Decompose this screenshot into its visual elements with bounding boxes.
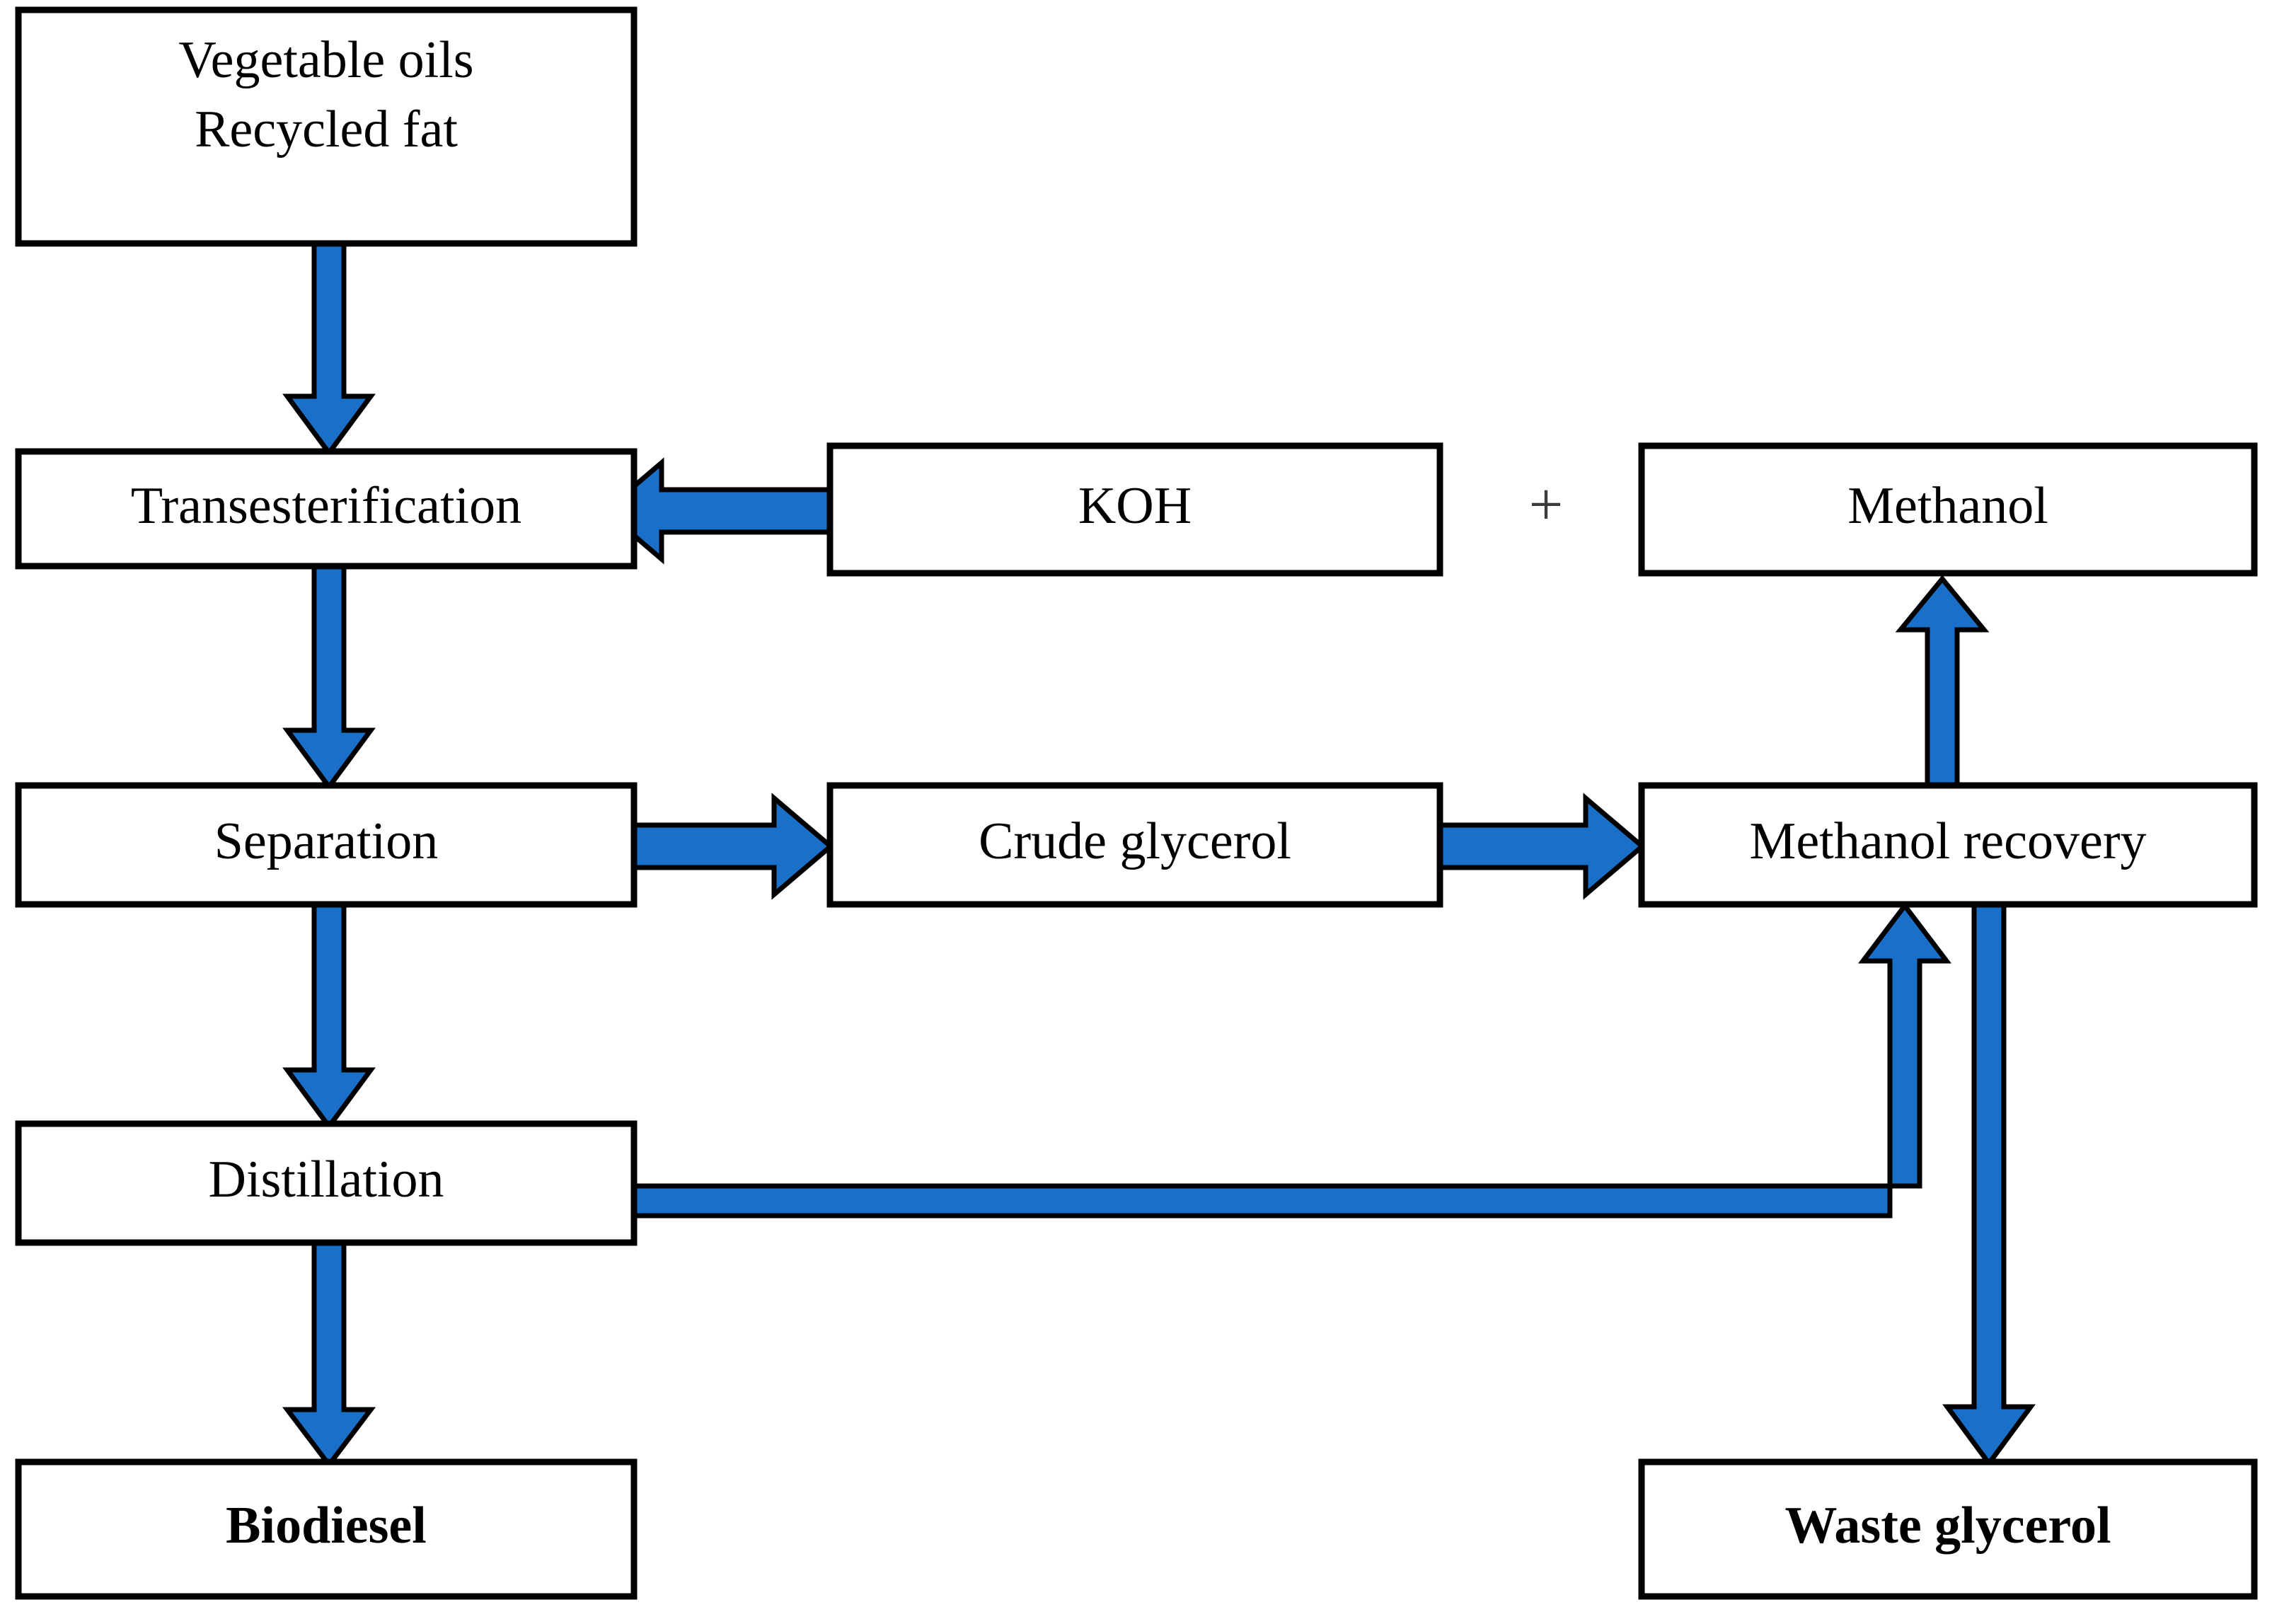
node-crude-glycerol-box[interactable] [826, 782, 1443, 908]
node-koh-box[interactable] [826, 442, 1443, 577]
node-biodiesel-label: Biodiesel [226, 1497, 427, 1555]
connector-distillation-to-biodiesel [282, 1240, 376, 1469]
node-waste-glycerol-label: Waste glycerol [1784, 1497, 2111, 1555]
node-distillation-box[interactable] [15, 1120, 638, 1246]
node-biodiesel[interactable]: Biodiesel [15, 1458, 638, 1600]
connector-methanol-recovery-to-methanol [1895, 575, 1990, 790]
node-transesterification-label: Transesterification [131, 477, 521, 535]
connector-feedstock-to-transesterification [282, 241, 376, 457]
node-waste-glycerol-box[interactable] [1638, 1458, 2258, 1600]
node-methanol-recovery[interactable]: Methanol recovery [1638, 782, 2258, 908]
node-feedstock-box[interactable] [15, 6, 638, 247]
connector-separation-to-distillation [282, 902, 376, 1131]
connector-koh-to-transesterification [601, 457, 833, 565]
node-distillation[interactable]: Distillation [15, 1120, 638, 1246]
node-separation-box[interactable] [15, 782, 638, 908]
node-methanol-box[interactable] [1638, 442, 2258, 577]
node-biodiesel-box[interactable] [15, 1458, 638, 1600]
node-koh-label: KOH [1078, 477, 1192, 535]
node-koh[interactable]: KOH [826, 442, 1443, 577]
connector-separation-to-crude-glycerol [631, 793, 835, 900]
node-waste-glycerol[interactable]: Waste glycerol [1638, 1458, 2258, 1600]
node-separation-label: Separation [214, 812, 438, 870]
node-methanol-label: Methanol [1847, 477, 2048, 535]
node-distillation-label: Distillation [209, 1151, 444, 1209]
node-methanol-recovery-box[interactable] [1638, 782, 2258, 908]
node-crude-glycerol-label: Crude glycerol [979, 812, 1291, 870]
node-feedstock-label-line2: Recycled fat [195, 100, 458, 159]
node-transesterification[interactable]: Transesterification [15, 448, 638, 570]
node-separation[interactable]: Separation [15, 782, 638, 908]
connector-crude-glycerol-to-methanol-recovery [1437, 793, 1647, 900]
connector-methanol-recovery-to-waste-glycerol [1942, 902, 2036, 1468]
node-transesterification-box[interactable] [15, 448, 638, 570]
node-feedstock[interactable]: Vegetable oils Recycled fat [15, 6, 638, 247]
plus-icon: + [1529, 471, 1564, 539]
node-methanol[interactable]: Methanol [1638, 442, 2258, 577]
connector-distillation-to-methanol-recovery [631, 902, 1952, 1219]
node-crude-glycerol[interactable]: Crude glycerol [826, 782, 1443, 908]
node-methanol-recovery-label: Methanol recovery [1750, 812, 2147, 870]
connector-transesterification-to-separation [282, 563, 376, 791]
node-feedstock-label-line1: Vegetable oils [178, 31, 473, 89]
